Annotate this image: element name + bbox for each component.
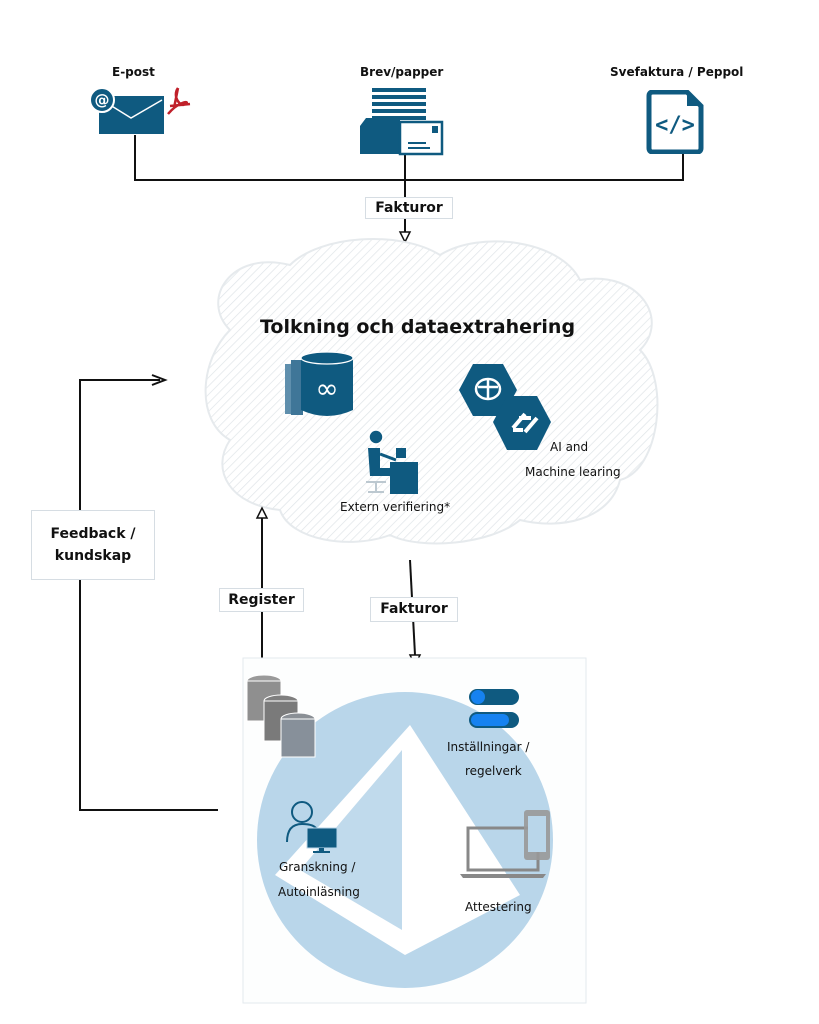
user-computer-icon: [286, 801, 338, 853]
email-label: E-post: [112, 65, 155, 79]
database-infinity-icon: ∞: [285, 351, 354, 416]
invoices-label-top: Fakturor: [365, 197, 453, 219]
ai-label-line1: AI and: [550, 440, 589, 454]
email-icon: @: [89, 87, 191, 134]
edi-label: Svefaktura / Peppol: [610, 65, 744, 79]
review-label-line2: Autoinläsning: [278, 885, 360, 899]
laptop-phone-icon: [460, 810, 550, 878]
approval-label: Attestering: [465, 900, 532, 914]
verification-label: Extern verifiering*: [340, 500, 451, 514]
ai-label-line2: Machine learing: [525, 465, 621, 479]
arrowhead-down-top: [398, 231, 412, 244]
feedback-connector: [79, 379, 218, 811]
collector-line: [134, 135, 684, 181]
brain-icon: [474, 377, 502, 401]
processing-cloud: [204, 237, 659, 545]
settings-label-line1: Inställningar /: [447, 740, 530, 754]
triangle-shade: [300, 750, 402, 930]
feedback-label-line1: Feedback /: [50, 526, 136, 542]
svg-text:@: @: [95, 91, 110, 109]
code-file-icon: </>: [646, 90, 704, 154]
paper-mail-icon: [360, 88, 444, 156]
svg-text:∞: ∞: [315, 372, 338, 405]
pdf-icon: [167, 87, 191, 115]
cloud-title: Tolkning och dataextrahering: [260, 316, 576, 338]
person-at-desk-icon: [366, 429, 418, 494]
svg-text:</>: </>: [655, 113, 695, 138]
ai-ml-icon: [459, 364, 551, 450]
refresh-icon: [511, 412, 539, 434]
database-stack-icon: [246, 675, 316, 758]
settings-label-line2: regelverk: [465, 764, 522, 778]
arrowhead-up-register: [255, 506, 269, 519]
arrowhead-right-feedback: [151, 374, 168, 386]
review-label-line1: Granskning /: [279, 860, 356, 874]
feedback-label-line2: kundskap: [54, 548, 132, 564]
invoices-label-mid: Fakturor: [370, 597, 458, 622]
paper-label: Brev/papper: [360, 65, 444, 79]
settings-toggles-icon: [469, 689, 519, 728]
register-label: Register: [219, 588, 304, 612]
feedback-label: Feedback / kundskap: [31, 510, 155, 580]
